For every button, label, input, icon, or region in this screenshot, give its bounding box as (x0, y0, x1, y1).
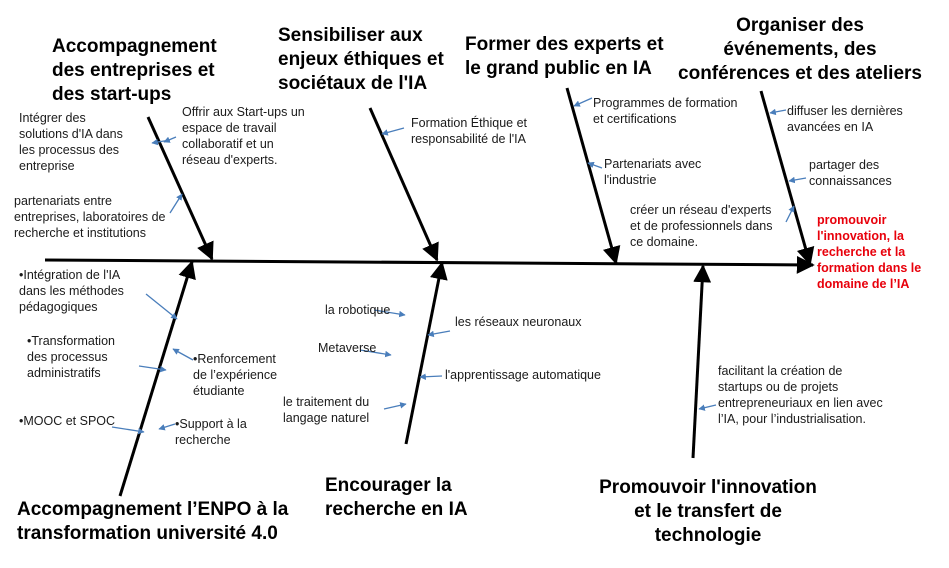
cause-label: •Support à la recherche (175, 417, 247, 447)
category-title-universite: Accompagnement l’ENPO à la transformatio… (17, 499, 289, 544)
spine-line (44, 255, 815, 274)
cause-label: le traitement du langage naturel (283, 395, 370, 425)
cause-arrow (419, 373, 443, 380)
bone-universite (118, 260, 196, 497)
cause-arrow (587, 161, 603, 169)
cause-label: Formation Éthique et responsabilité de l… (411, 116, 528, 146)
cause-label: •Intégration de l'IA dans les méthodes p… (19, 268, 124, 314)
cause-label: Intégrer des solutions d'IA dans les pro… (19, 111, 123, 173)
cause-arrow (769, 108, 787, 116)
category-title-evenements: Organiser des événements, des conférence… (678, 15, 922, 84)
cause-label: •MOOC et SPOC (19, 414, 116, 428)
cause-arrows (111, 97, 807, 435)
cause-label: Programmes de formation et certification… (593, 96, 738, 126)
cause-arrow (138, 365, 167, 373)
cause-label: diffuser les dernières avancées en IA (787, 104, 903, 134)
cause-arrow (169, 193, 183, 214)
cause-label: partager des connaissances (809, 158, 892, 188)
cause-arrow (383, 402, 407, 410)
category-title-entreprises: Accompagnement des entreprises et des st… (52, 36, 217, 105)
category-title-innovation: Promouvoir l'innovation et le transfert … (599, 477, 817, 546)
cause-label: la robotique (325, 303, 391, 317)
bone-recherche (404, 261, 448, 445)
cause-arrow (373, 309, 406, 318)
cause-arrow (427, 330, 451, 338)
category-title-ethique: Sensibiliser aux enjeux éthiques et soci… (278, 25, 444, 94)
cause-label: Partenariats avec l'industrie (604, 157, 702, 187)
cause-arrow (381, 127, 405, 136)
cause-arrow (785, 205, 795, 223)
cause-arrow (788, 176, 807, 184)
category-title-experts: Former des experts et le grand public en… (465, 34, 664, 79)
cause-label: •Transformation des processus administra… (27, 334, 115, 380)
cause-label: •Renforcement de l’expérience étudiante (193, 352, 278, 398)
cause-label: les réseaux neuronaux (455, 315, 582, 329)
cause-arrow (573, 97, 593, 107)
cause-label: partenariats entre entreprises, laborato… (14, 194, 166, 240)
bone-experts (565, 87, 621, 265)
bone-innovation (691, 264, 712, 459)
category-title-recherche: Encourager la recherche en IA (325, 475, 468, 520)
cause-label: Metaverse (318, 341, 377, 355)
bone-evenements (759, 90, 815, 266)
cause-label: facilitant la création de startups ou de… (718, 364, 883, 426)
bone-entreprises (146, 116, 214, 261)
effect-label: promouvoir l'innovation, la recherche et… (817, 213, 922, 291)
cause-arrow (163, 136, 177, 143)
cause-arrow (698, 404, 717, 411)
cause-label: créer un réseau d'experts et de professi… (630, 203, 773, 249)
cause-arrow (111, 426, 145, 435)
cause-arrow (359, 349, 392, 358)
bone-ethique (368, 107, 439, 262)
cause-arrow (158, 423, 176, 431)
cause-arrow (172, 348, 194, 361)
cause-arrow (145, 293, 178, 320)
cause-label: Offrir aux Start-ups un espace de travai… (182, 105, 305, 167)
cause-label: l'apprentissage automatique (445, 368, 601, 382)
